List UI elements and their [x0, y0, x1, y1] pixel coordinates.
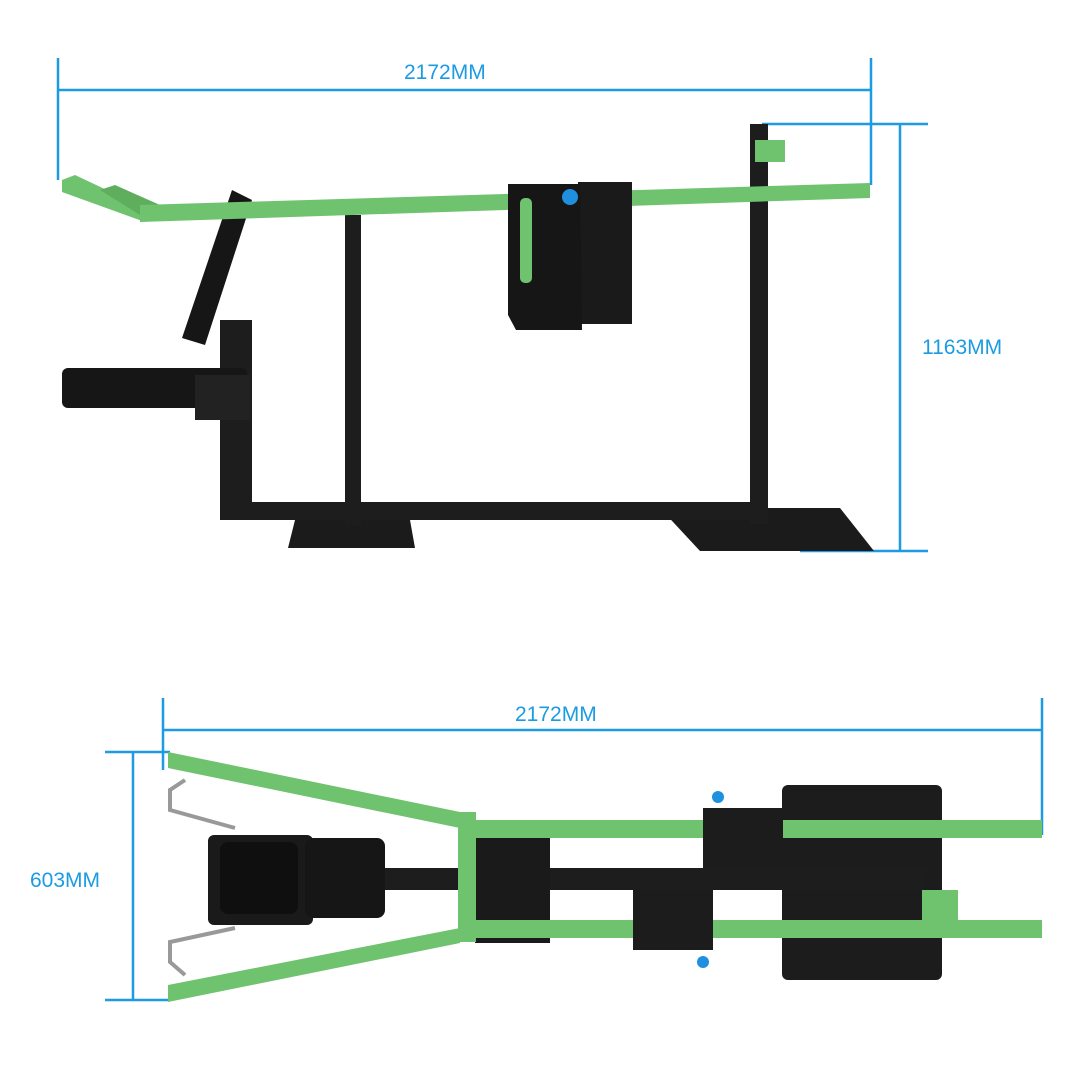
- green-end-block: [922, 890, 958, 920]
- rear-upright: [750, 124, 768, 524]
- top-width-dimension-line: [105, 750, 170, 1002]
- blue-pin-icon: [697, 956, 709, 968]
- handle-upper: [168, 778, 236, 830]
- seat-cushion-top: [220, 842, 298, 914]
- top-width-label: 603MM: [30, 869, 101, 892]
- bottom-rail: [220, 502, 765, 520]
- arm-handle-upper: [62, 175, 145, 222]
- green-arm-upper: [168, 752, 460, 828]
- blue-pin-icon: [562, 189, 578, 205]
- green-rail-lower: [475, 920, 1042, 938]
- handle-lower: [168, 926, 236, 977]
- side-length-dimension-line: [56, 58, 873, 185]
- carriage-lower: [633, 890, 713, 950]
- side-height-label: 1163MM: [922, 336, 1003, 359]
- weight-holder-rear: [578, 182, 632, 324]
- top-length-label: 2172MM: [515, 703, 597, 726]
- middle-upright: [345, 215, 361, 525]
- green-arm-lower: [168, 928, 460, 1002]
- seat-bracket: [195, 375, 250, 420]
- top-view: [105, 698, 1044, 1002]
- green-lever-arm: [140, 183, 870, 222]
- back-pad: [182, 190, 252, 345]
- side-view: [56, 58, 928, 553]
- back-pad-top: [305, 838, 385, 918]
- carriage-upper: [703, 808, 783, 868]
- top-length-dimension-line: [161, 698, 1044, 835]
- blue-pin-icon: [712, 791, 724, 803]
- brand-logo-label: [520, 198, 532, 283]
- rear-upright-green-clip: [755, 140, 785, 162]
- weight-holder-front: [508, 184, 582, 330]
- front-base-plate: [288, 520, 415, 548]
- green-crossbar: [458, 812, 476, 942]
- side-length-label: 2172MM: [404, 61, 486, 84]
